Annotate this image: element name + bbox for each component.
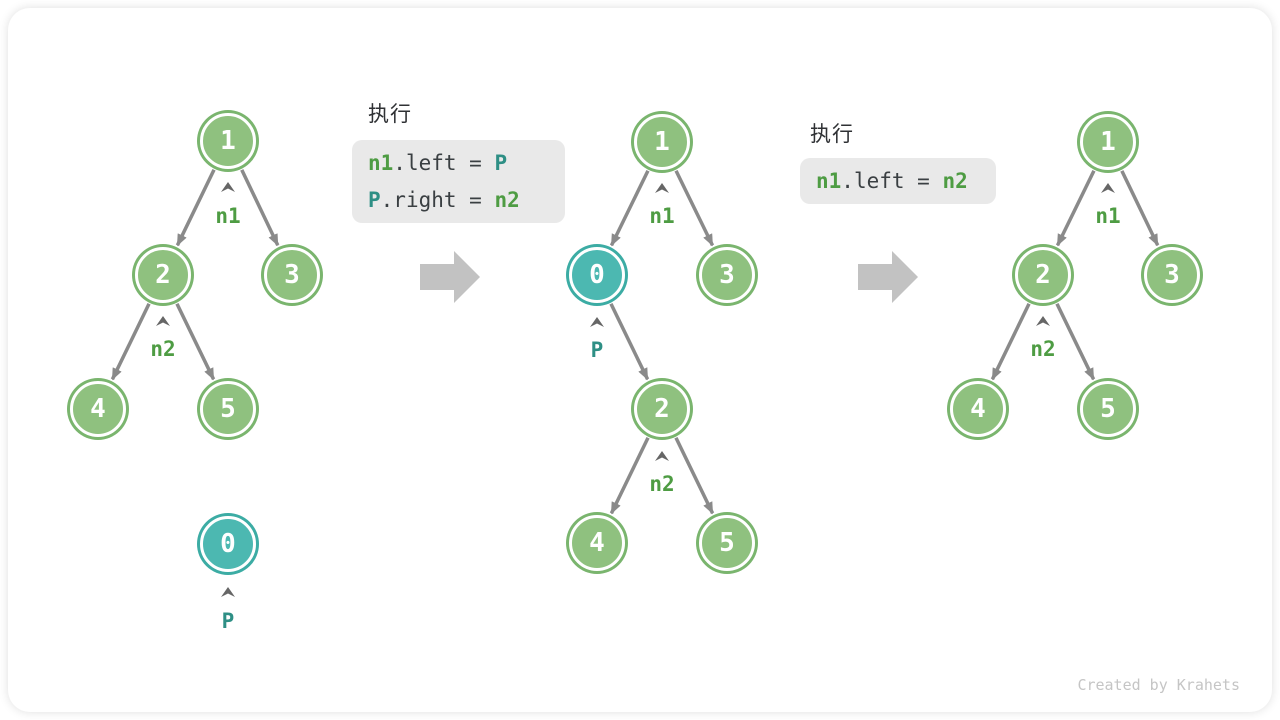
tree-node-3: 3 [1144,247,1200,303]
tree-node-3: 3 [264,247,320,303]
code-token-n1: n1 [368,151,394,175]
step-arrow-icon [420,251,480,303]
tree-edge [240,169,280,247]
pointer-label-n2: n2 [649,472,675,496]
pointer-label-n1: n1 [215,204,241,228]
code-heading: 执行 [368,102,412,126]
tree-edge [990,303,1031,381]
tree-node-0: 0 [569,247,625,303]
tree-node-2: 2 [1015,247,1071,303]
tree-node-2: 2 [634,381,690,437]
tree-edge [110,303,151,381]
pointer-caret-icon [156,316,170,326]
tree-node-1: 1 [1080,114,1136,170]
tree-node-4: 4 [569,515,625,571]
tree-edge [609,437,650,515]
code-token-P: P [494,151,508,175]
tree-node-4: 4 [70,381,126,437]
code-token: .left = [841,169,943,193]
tree-edge [175,303,216,381]
code-token: .left = [393,151,495,175]
watermark-credit: Created by Krahets [1077,676,1240,694]
code-token-n2: n2 [942,169,968,193]
code-heading: 执行 [810,122,854,146]
pointer-caret-icon [1101,183,1115,193]
code-token-n2: n2 [494,188,520,212]
pointer-label-n2: n2 [150,337,176,361]
code-token: .right = [380,188,495,212]
tree-edge [609,169,650,247]
tree-edge [674,437,715,515]
pointer-label-n1: n1 [1095,204,1121,228]
step-arrow-icon [858,251,918,303]
tree-node-2: 2 [135,247,191,303]
pointer-caret-icon [221,182,235,192]
tree-node-1: 1 [634,114,690,170]
pointer-label-P: P [221,609,235,633]
tree-edge [609,303,650,381]
tree-node-5: 5 [699,515,755,571]
tree-edge [175,169,216,247]
tree-node-4: 4 [950,381,1006,437]
tree-node-5: 5 [1080,381,1136,437]
pointer-caret-icon [590,317,604,327]
code-line: P.right = n2 [368,182,549,219]
code-line: n1.left = P [368,145,549,182]
pointer-caret-icon [655,183,669,193]
tree-edge [1055,303,1096,381]
tree-edge [674,169,715,247]
tree-node-5: 5 [200,381,256,437]
pointer-label-n1: n1 [649,204,675,228]
code-token-P: P [368,188,381,212]
pointer-label-n2: n2 [1030,337,1056,361]
tree-node-0: 0 [200,516,256,572]
code-line: n1.left = n2 [816,163,980,199]
pointer-caret-icon [221,587,235,597]
tree-edge [1120,170,1160,247]
tree-edge [1055,169,1096,247]
tree-node-1: 1 [200,113,256,169]
pointer-label-P: P [590,338,604,362]
pointer-caret-icon [655,451,669,461]
code-snippet: n1.left = n2 [800,158,996,204]
tree-node-3: 3 [699,247,755,303]
pointer-caret-icon [1036,316,1050,326]
code-token-n1: n1 [816,169,842,193]
